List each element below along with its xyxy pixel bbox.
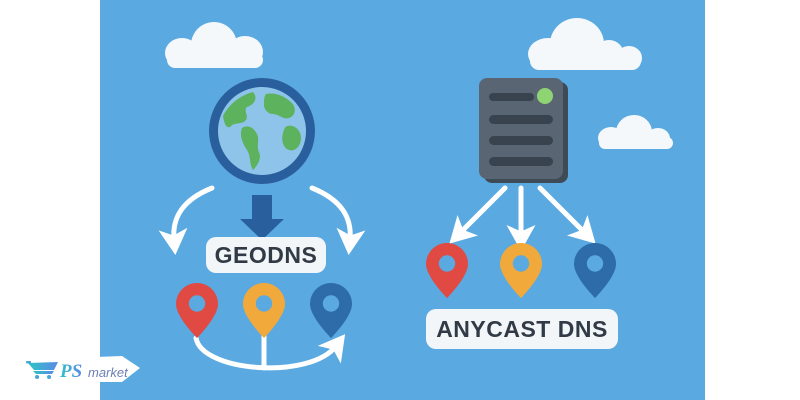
location-pin-orange xyxy=(500,243,542,298)
location-pin-blue xyxy=(574,243,616,298)
geodns-label: GEODNS xyxy=(206,237,326,273)
location-pin-red xyxy=(176,283,218,338)
green-status-dot xyxy=(537,88,553,104)
location-pin-orange xyxy=(243,283,285,338)
ps-market-logo[interactable]: PS market xyxy=(18,352,140,386)
anycast-dns-label: ANYCAST DNS xyxy=(426,309,618,349)
cloud-top-right xyxy=(528,18,643,70)
globe-icon xyxy=(209,78,315,184)
cloud-mid-right xyxy=(598,115,674,149)
server-bar xyxy=(489,93,534,101)
cloud-top-left xyxy=(165,22,265,68)
location-pin-blue xyxy=(310,283,352,338)
server-icon xyxy=(479,78,563,179)
logo-text-secondary: market xyxy=(88,365,129,380)
server-bar xyxy=(489,157,553,166)
server-bar xyxy=(489,136,553,145)
location-pin-red xyxy=(426,243,468,298)
shopping-cart-icon xyxy=(26,361,58,379)
server-bar xyxy=(489,115,553,124)
logo-text-primary: PS xyxy=(59,361,82,382)
